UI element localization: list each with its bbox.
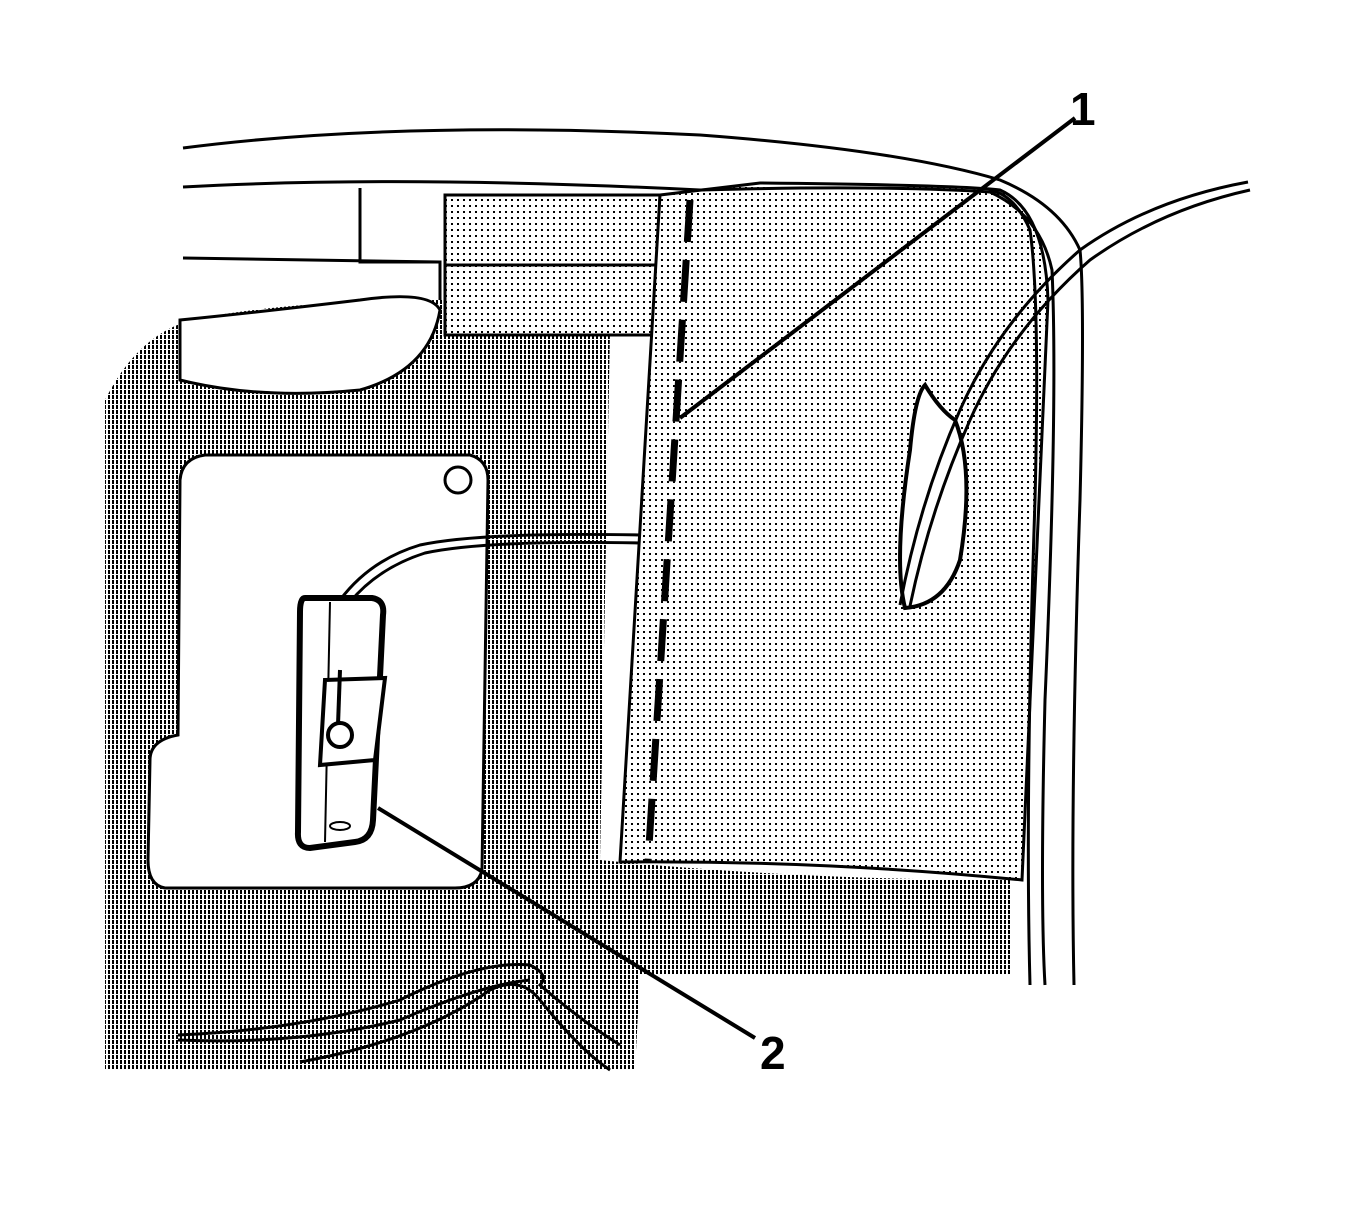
upper-strip — [443, 193, 662, 337]
module — [294, 595, 388, 852]
lower-contours — [177, 962, 621, 1072]
upper-left-contour — [178, 295, 442, 395]
roof-rail — [182, 128, 1084, 986]
mounting-hole — [443, 465, 473, 495]
dashed-seam-line — [644, 199, 694, 863]
callout-number-1: 1 — [1070, 83, 1096, 135]
leader-line-1 — [678, 116, 1077, 420]
leader-line-2 — [376, 806, 757, 1040]
trim-panel — [618, 181, 1050, 882]
wire-harness — [898, 180, 1251, 607]
leader-lines — [376, 116, 1077, 1040]
callout-number-2: 2 — [760, 1027, 786, 1079]
